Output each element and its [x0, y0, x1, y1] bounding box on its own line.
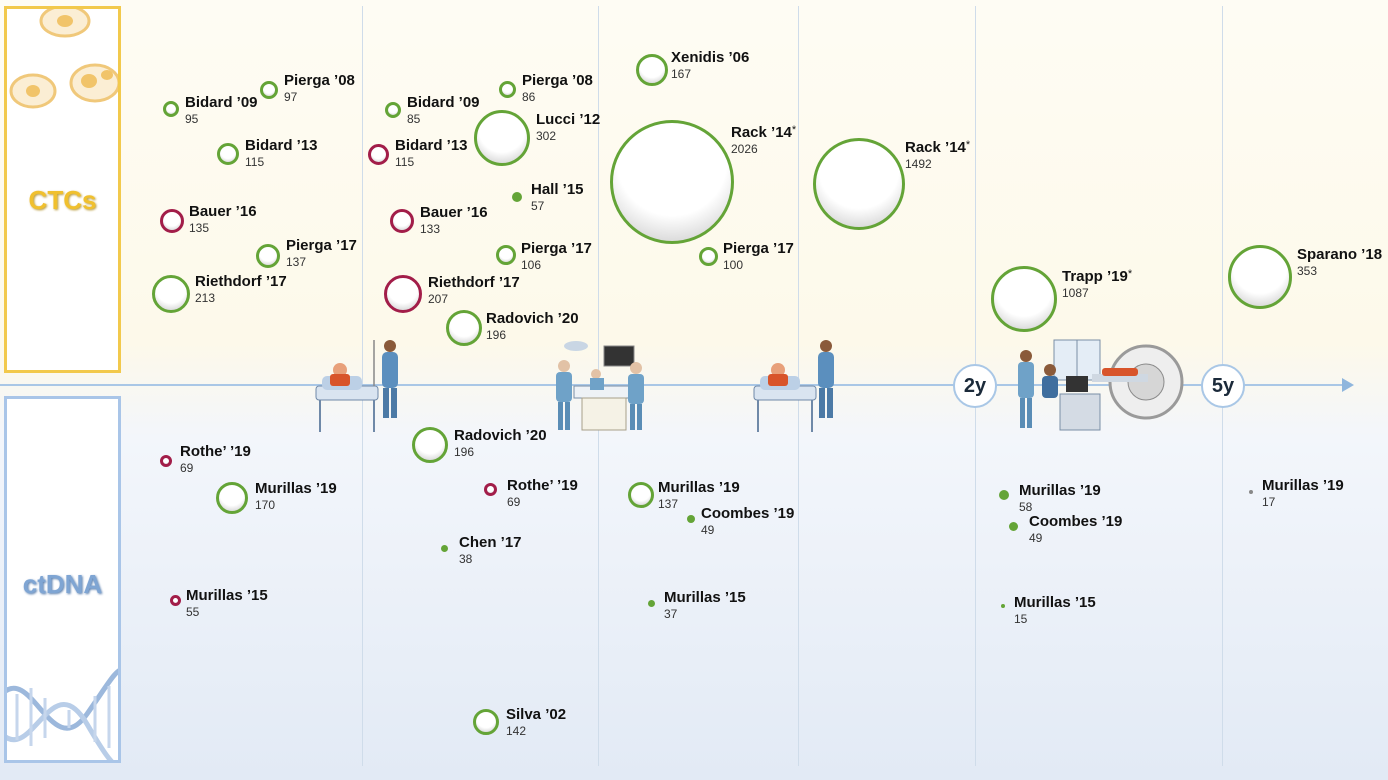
study-bubble — [999, 490, 1009, 500]
study-bubble — [628, 482, 654, 508]
study-bubble — [160, 455, 172, 467]
ctdna-panel-title: ctDNA — [22, 569, 103, 599]
hospital-bed-nurse-icon — [315, 340, 398, 432]
timeline-arrow-icon — [1342, 378, 1354, 392]
study-bubble — [385, 102, 401, 118]
surgery-team-icon — [556, 341, 644, 431]
timeline-axis — [0, 384, 1352, 386]
ctdna-panel: ctDNA — [4, 396, 121, 763]
study-bubble — [1249, 490, 1253, 494]
study-bubble — [1228, 245, 1292, 309]
study-bubble — [260, 81, 278, 99]
study-bubble — [499, 81, 516, 98]
study-bubble — [160, 209, 184, 233]
timepoint-5y-marker: 5y — [1201, 364, 1245, 408]
study-bubble — [484, 483, 497, 496]
study-bubble — [991, 266, 1057, 332]
study-bubble — [610, 120, 734, 244]
cell-cluster-icon — [9, 9, 118, 109]
study-bubble — [170, 595, 181, 606]
study-label: Rack ’14*2026 — [731, 124, 797, 156]
hospital-bed-nurse-icon — [753, 340, 834, 432]
study-bubble — [648, 600, 655, 607]
study-bubble — [384, 275, 422, 313]
study-label: Trapp ’19*1087 — [1062, 268, 1133, 300]
study-bubble — [152, 275, 190, 313]
study-bubble — [216, 482, 248, 514]
dna-helix-icon — [7, 668, 118, 760]
mri-scanner-icon — [1018, 339, 1184, 431]
study-bubble — [636, 54, 668, 86]
study-bubble — [1009, 522, 1018, 531]
study-bubble — [256, 244, 280, 268]
study-bubble — [813, 138, 905, 230]
study-bubble — [512, 192, 522, 202]
ctc-panel-title: CTCs — [28, 185, 97, 215]
ctc-panel: CTCs — [4, 6, 121, 373]
study-bubble — [687, 515, 695, 523]
study-bubble — [163, 101, 179, 117]
study-bubble — [473, 709, 499, 735]
study-bubble — [217, 143, 239, 165]
timepoint-2y-marker: 2y — [953, 364, 997, 408]
study-bubble — [441, 545, 448, 552]
study-bubble — [1001, 604, 1005, 608]
study-bubble — [496, 245, 516, 265]
study-bubble — [390, 209, 414, 233]
study-bubble — [446, 310, 482, 346]
study-bubble — [474, 110, 530, 166]
study-bubble — [368, 144, 389, 165]
study-bubble — [412, 427, 448, 463]
study-label: Rack ’14*1492 — [905, 139, 971, 171]
study-bubble — [699, 247, 718, 266]
